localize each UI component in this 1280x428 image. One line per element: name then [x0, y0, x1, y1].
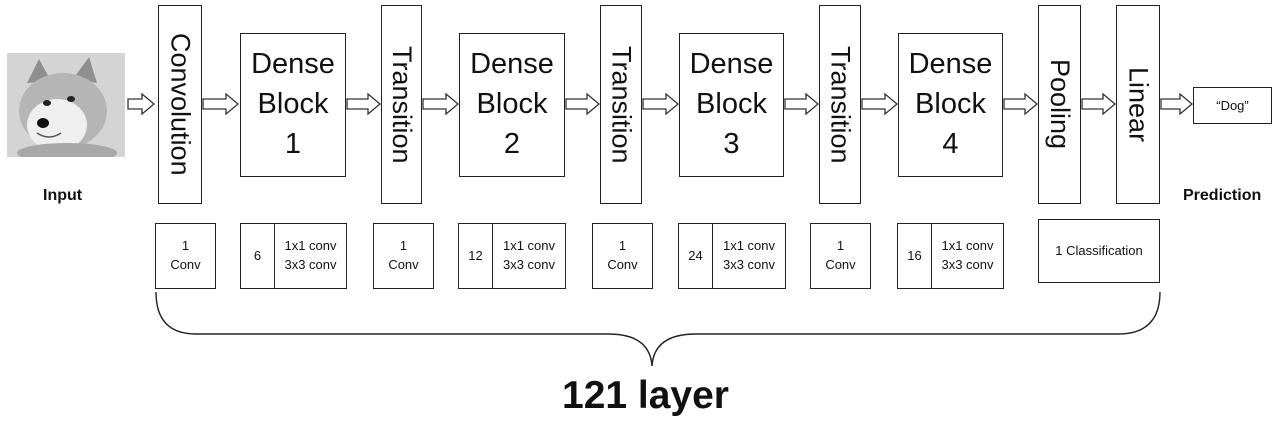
trans1-op: Conv	[388, 257, 419, 272]
trans3-count: 1	[836, 238, 845, 254]
trans1-count: 1	[399, 238, 408, 254]
dense-block-2-line2: Block	[476, 88, 548, 121]
dense2-op1: 1x1 conv	[502, 238, 556, 254]
layer-brace	[155, 291, 1161, 367]
dense-block-1: Dense Block 1	[240, 33, 346, 177]
dense2-op2: 3x3 conv	[502, 257, 556, 272]
classification-label: 1 Classification	[1055, 242, 1143, 258]
prediction-output-box: “Dog”	[1193, 87, 1272, 124]
total-layers-title: 121 layer	[562, 374, 729, 417]
dense1-op1: 1x1 conv	[284, 238, 337, 254]
dense-block-4-line1: Dense	[908, 48, 993, 81]
pooling-block: Pooling	[1038, 5, 1081, 204]
arrow-trans2-to-dense3	[642, 92, 680, 116]
transition-block-2: Transition	[600, 5, 642, 204]
dense-block-4-number: 4	[942, 127, 959, 160]
conv-count: 1	[181, 238, 190, 254]
dense-block-2-number: 2	[503, 127, 521, 160]
dense4-op1: 1x1 conv	[941, 238, 994, 254]
pooling-label: Pooling	[1045, 59, 1075, 150]
transition-2-label: Transition	[606, 45, 637, 164]
dense-block-4: Dense Block 4	[898, 33, 1003, 177]
dense-block-2-line1: Dense	[470, 48, 554, 81]
convolution-block: Convolution	[158, 5, 202, 204]
dog-input-image	[7, 53, 125, 157]
arrow-input-to-conv	[127, 92, 156, 116]
dense-block-3: Dense Block 3	[679, 33, 784, 177]
dense2-count: 12	[459, 224, 493, 288]
dense1-count: 6	[241, 224, 275, 288]
arrow-pooling-to-linear	[1081, 92, 1117, 116]
arrow-trans1-to-dense2	[422, 92, 460, 116]
transition-block-3: Transition	[819, 5, 861, 204]
input-label: Input	[43, 187, 83, 204]
transition-3-label: Transition	[825, 45, 856, 164]
dense-block-1-line1: Dense	[251, 48, 335, 81]
dense4-op2: 3x3 conv	[941, 257, 994, 272]
dense-block-3-line2: Block	[696, 88, 767, 121]
arrow-trans3-to-dense4	[861, 92, 899, 116]
dense1-op2: 3x3 conv	[284, 257, 337, 272]
trans2-layer-count: 1 Conv	[592, 223, 653, 289]
dense-block-3-number: 3	[723, 127, 740, 160]
conv-op: Conv	[170, 257, 201, 272]
classification-layer-count: 1 Classification	[1038, 219, 1160, 283]
convolution-label: Convolution	[165, 33, 196, 176]
dense4-count: 16	[898, 224, 932, 288]
trans2-count: 1	[618, 238, 627, 254]
dense-block-1-number: 1	[284, 127, 302, 160]
transition-1-label: Transition	[387, 45, 417, 164]
arrow-dense1-to-trans1	[346, 92, 382, 116]
arrow-dense3-to-trans3	[784, 92, 820, 116]
trans3-op: Conv	[825, 257, 856, 272]
dense-block-3-line1: Dense	[689, 48, 774, 81]
dense3-op2: 3x3 conv	[722, 257, 776, 272]
dense4-layer-count: 16 1x1 conv 3x3 conv	[897, 223, 1004, 289]
linear-label: Linear	[1123, 66, 1154, 143]
arrow-dense2-to-trans2	[565, 92, 601, 116]
linear-block: Linear	[1116, 5, 1160, 204]
dense1-layer-count: 6 1x1 conv 3x3 conv	[240, 223, 347, 289]
arrow-conv-to-dense1	[202, 92, 240, 116]
dense-block-1-line2: Block	[257, 88, 329, 121]
dense2-layer-count: 12 1x1 conv 3x3 conv	[458, 223, 566, 289]
dense3-op1: 1x1 conv	[722, 238, 776, 254]
arrow-dense4-to-pooling	[1003, 92, 1039, 116]
transition-block-1: Transition	[381, 5, 422, 204]
dense3-count: 24	[679, 224, 713, 288]
trans2-op: Conv	[607, 257, 638, 272]
dense3-layer-count: 24 1x1 conv 3x3 conv	[678, 223, 786, 289]
arrow-linear-to-prediction	[1160, 92, 1194, 116]
dense-block-4-line2: Block	[915, 88, 986, 121]
dense-block-2: Dense Block 2	[459, 33, 565, 177]
conv-layer-count: 1 Conv	[155, 223, 216, 289]
prediction-label: Prediction	[1183, 187, 1262, 204]
trans1-layer-count: 1 Conv	[373, 223, 434, 289]
trans3-layer-count: 1 Conv	[810, 223, 871, 289]
